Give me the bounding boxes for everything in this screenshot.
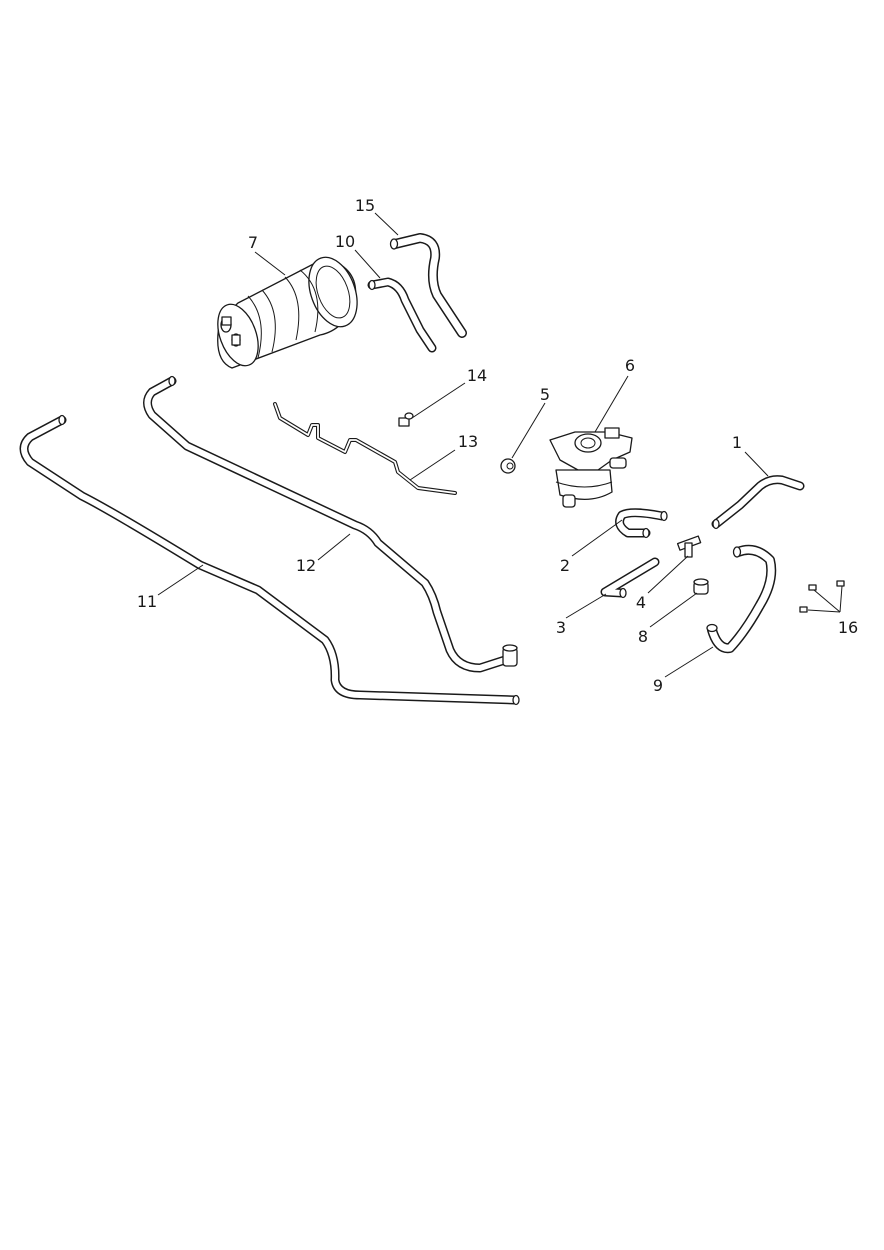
- callout-14: 14: [467, 366, 487, 385]
- leader-7: [254, 251, 286, 276]
- leader-16c: [807, 609, 841, 613]
- part-4-t-connector[interactable]: [676, 535, 702, 558]
- callout-7: 7: [248, 233, 258, 252]
- part-2-hose[interactable]: [615, 508, 668, 539]
- part-7-canister[interactable]: [210, 251, 366, 372]
- callout-11: 11: [137, 592, 157, 611]
- part-8-sleeve[interactable]: [693, 578, 709, 595]
- part-13-bracket[interactable]: [273, 402, 457, 495]
- leader-14: [411, 382, 466, 419]
- callout-1: 1: [732, 433, 742, 452]
- callout-3: 3: [556, 618, 566, 637]
- leader-8: [649, 592, 698, 628]
- part-15-hose[interactable]: [389, 233, 467, 338]
- leader-3: [565, 593, 607, 619]
- callout-13: 13: [458, 432, 478, 451]
- part-3-hose[interactable]: [600, 557, 660, 599]
- part-10-hose[interactable]: [367, 277, 437, 353]
- leader-13: [409, 449, 456, 481]
- leader-15: [374, 212, 399, 236]
- leader-9: [664, 646, 714, 678]
- callout-15: 15: [355, 196, 375, 215]
- leader-16a: [813, 589, 841, 613]
- part-14-bolt[interactable]: [398, 412, 414, 427]
- callout-4: 4: [636, 593, 646, 612]
- leader-11: [157, 564, 204, 596]
- callout-6: 6: [625, 356, 635, 375]
- callout-8: 8: [638, 627, 648, 646]
- leader-10: [354, 249, 381, 279]
- leader-12: [317, 533, 351, 561]
- callout-5: 5: [540, 385, 550, 404]
- part-11-long-hose[interactable]: [19, 414, 520, 706]
- callout-12: 12: [296, 556, 316, 575]
- leader-1: [744, 451, 769, 477]
- callout-9: 9: [653, 676, 663, 695]
- leader-6: [594, 375, 629, 433]
- leader-2: [571, 519, 623, 557]
- part-12-long-hose[interactable]: [143, 375, 518, 673]
- leader-16b: [839, 585, 843, 613]
- part-9-hose[interactable]: [706, 544, 777, 654]
- callout-10: 10: [335, 232, 355, 251]
- leader-4: [647, 555, 689, 594]
- part-5-grommet[interactable]: [500, 458, 516, 474]
- callout-labels: 15 7 10 14 13 5 6 1 2 3 4 8 9 11 12 16: [137, 196, 858, 695]
- callout-2: 2: [560, 556, 570, 575]
- callout-16: 16: [838, 618, 858, 637]
- part-16-clips[interactable]: [799, 580, 845, 613]
- leader-lines: [157, 212, 843, 678]
- part-1-hose[interactable]: [711, 475, 805, 530]
- leader-5: [511, 402, 546, 459]
- part-6-purge-valve[interactable]: [549, 427, 633, 508]
